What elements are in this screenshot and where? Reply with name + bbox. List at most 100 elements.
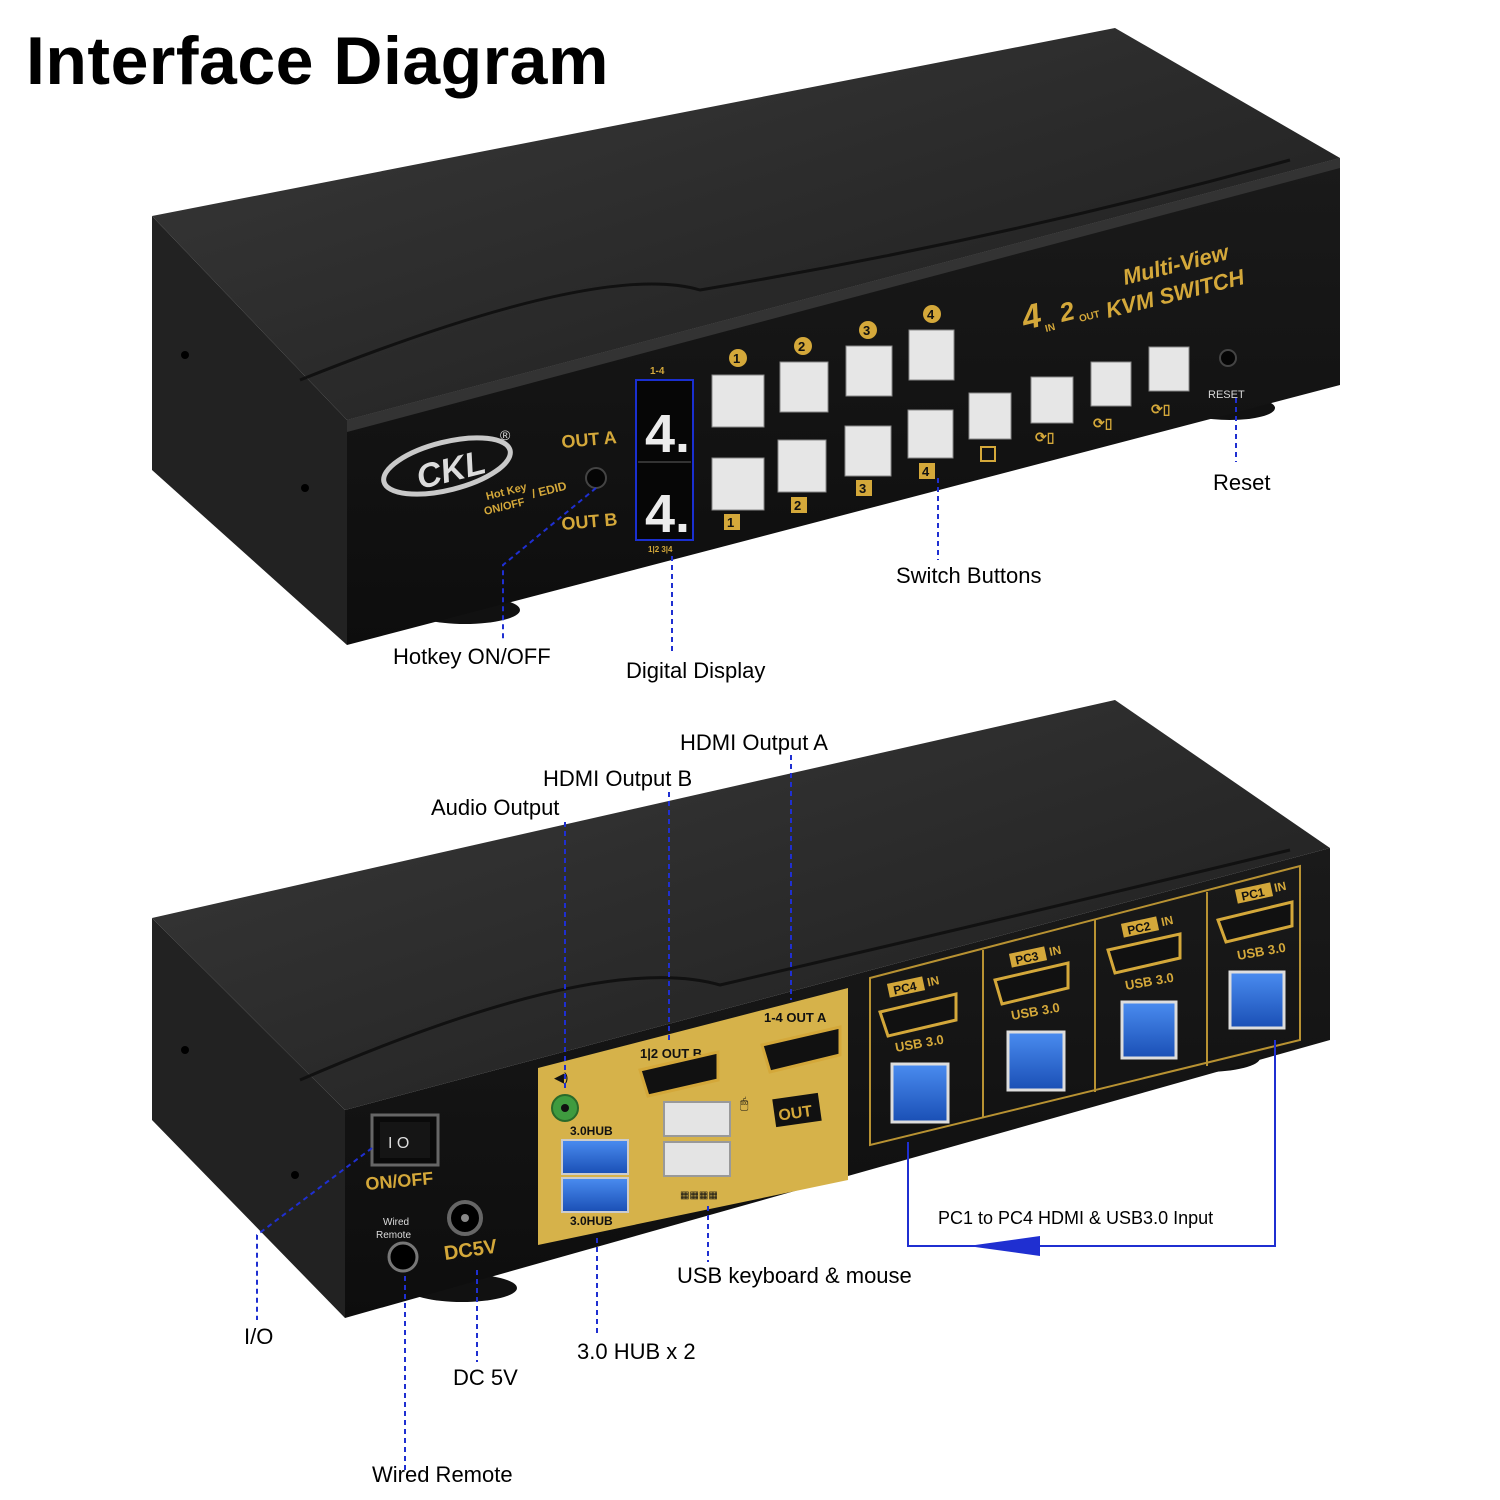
reset-panel-label: RESET (1208, 389, 1245, 401)
wired-remote-panel-label-2: Remote (376, 1230, 411, 1241)
display-bottom-tag: 1|2 3|4 (648, 545, 673, 554)
keyboard-icon: ▦▦▦▦ (680, 1190, 718, 1201)
bottom-number-3: 3 (859, 481, 866, 496)
bottom-number-4: 4 (922, 464, 930, 479)
top-number-3: 3 (863, 323, 870, 338)
display-top-tag: 1-4 (650, 366, 665, 377)
pc2-usb-port[interactable] (1120, 1000, 1178, 1060)
rear-unit-top (152, 700, 1330, 1110)
switch-button-a1[interactable] (711, 374, 765, 428)
pc3-in-label: IN (1048, 943, 1063, 959)
callout-hub: 3.0 HUB x 2 (577, 1339, 696, 1364)
pc2-in-label: IN (1160, 913, 1175, 929)
pc2-hdmi-port[interactable] (1106, 932, 1182, 975)
display-a-digit: 4. (645, 404, 690, 464)
cycle-12-icon: ⟳▯ (1035, 429, 1054, 445)
switch-button-cycle-12[interactable] (1030, 376, 1074, 424)
callout-hdmi-output-b: HDMI Output B (543, 766, 693, 791)
pc3-input-group: PC3 IN USB 3.0 (993, 943, 1070, 1092)
front-unit: CKL ® Multi-View 4 IN 2 OUT KVM SWITCH O… (152, 28, 1340, 645)
page-title: Interface Diagram (26, 23, 609, 99)
switch-button-b1[interactable] (711, 457, 765, 511)
top-number-1: 1 (733, 351, 740, 366)
callout-wired-remote: Wired Remote (372, 1462, 513, 1487)
pc1-hdmi-port[interactable] (1216, 900, 1294, 944)
pc4-label: PC4 (892, 979, 918, 998)
rear-out-b-label: 1|2 OUT B (640, 1046, 702, 1061)
cycle-34-icon: ⟳▯ (1093, 415, 1112, 431)
rear-unit: I O ON/OFF Wired Remote DC5V ◀) 3.0HUB 3… (152, 700, 1330, 1318)
pc1-usb-port[interactable] (1228, 970, 1286, 1030)
hub-bottom-label: 3.0HUB (570, 1214, 613, 1228)
switch-button-a3[interactable] (845, 345, 893, 397)
pc-input-bracket (907, 1040, 1276, 1256)
rear-out-tag: OUT (777, 1103, 813, 1125)
usb-mouse-port[interactable] (663, 1141, 731, 1177)
pc2-input-group: PC2 IN USB 3.0 (1106, 913, 1182, 1060)
pc3-label: PC3 (1014, 949, 1040, 968)
pc4-usb-port[interactable] (890, 1062, 950, 1124)
mouse-icon: 🖱 (740, 1095, 749, 1111)
brand-registered-mark: ® (500, 427, 511, 443)
switch-button-a2[interactable] (779, 361, 829, 413)
callout-io: I/O (244, 1324, 274, 1349)
callout-switch-buttons: Switch Buttons (896, 563, 1042, 588)
front-panel (347, 158, 1340, 645)
pc4-in-label: IN (926, 973, 941, 989)
bottom-number-2: 2 (794, 498, 801, 513)
pc3-usb-port[interactable] (1006, 1030, 1066, 1092)
pc1-in-label: IN (1273, 879, 1288, 895)
bottom-row-buttons: 1 2 3 4 ⟳▯ ⟳▯ ⟳▯ (711, 346, 1190, 530)
usb-hub-port-2[interactable] (561, 1177, 629, 1213)
pc1-label: PC1 (1240, 885, 1266, 904)
hotkey-button[interactable] (585, 467, 607, 489)
power-switch-symbols: I O (388, 1135, 409, 1152)
hub-top-label: 3.0HUB (570, 1124, 613, 1138)
rear-out-a-label: 1-4 OUT A (764, 1010, 827, 1025)
switch-button-a4[interactable] (908, 329, 955, 381)
callout-pc-inputs: PC1 to PC4 HDMI & USB3.0 Input (938, 1208, 1214, 1228)
reset-button[interactable] (1219, 349, 1237, 367)
arrow-left-icon (968, 1236, 1040, 1256)
bottom-number-1: 1 (727, 515, 734, 530)
callout-hdmi-output-a: HDMI Output A (680, 730, 828, 755)
switch-button-quad[interactable] (968, 392, 1012, 440)
callout-reset: Reset (1213, 470, 1271, 495)
switch-button-b3[interactable] (844, 425, 892, 477)
pc4-input-group: PC4 IN USB 3.0 (878, 973, 958, 1124)
switch-button-cycle-34[interactable] (1090, 361, 1132, 407)
pc3-hdmi-port[interactable] (993, 961, 1070, 1006)
front-unit-top (152, 28, 1340, 420)
pc4-hdmi-port[interactable] (878, 992, 958, 1038)
io-leader (256, 1147, 373, 1320)
callout-usb-keyboard-mouse: USB keyboard & mouse (677, 1263, 912, 1288)
top-number-4: 4 (927, 307, 935, 322)
callout-hotkey: Hotkey ON/OFF (393, 644, 551, 669)
top-crease (299, 158, 1291, 382)
top-number-2: 2 (798, 339, 805, 354)
usb-hub-port-1[interactable] (561, 1139, 629, 1175)
switch-button-cycle-all[interactable] (1148, 346, 1190, 392)
front-out-b-label: OUT B (561, 509, 619, 534)
hdmi-output-b-port[interactable] (638, 1050, 720, 1098)
wired-remote-panel-label-1: Wired (383, 1217, 409, 1228)
digital-display: 4. 4. 1-4 1|2 3|4 (635, 366, 694, 554)
rear-unit-side (152, 918, 345, 1318)
cycle-all-icon: ⟳▯ (1151, 401, 1170, 417)
callout-dc5v: DC 5V (453, 1365, 518, 1390)
usb-keyboard-port[interactable] (663, 1101, 731, 1137)
switch-button-b2[interactable] (777, 439, 827, 493)
pc-input-frame (869, 864, 1301, 1147)
wired-remote-jack[interactable] (387, 1241, 419, 1273)
callout-audio-output: Audio Output (431, 795, 560, 820)
display-b-digit: 4. (645, 484, 690, 544)
hdmi-output-a-port[interactable] (760, 1025, 842, 1074)
leader-lines (256, 398, 1237, 1474)
quad-view-icon (980, 446, 996, 462)
front-out-a-label: OUT A (561, 427, 618, 452)
pc2-label: PC2 (1126, 919, 1152, 938)
speaker-icon: ◀) (554, 1070, 568, 1085)
hotkey-leader (502, 487, 597, 640)
switch-button-b4[interactable] (907, 409, 954, 459)
